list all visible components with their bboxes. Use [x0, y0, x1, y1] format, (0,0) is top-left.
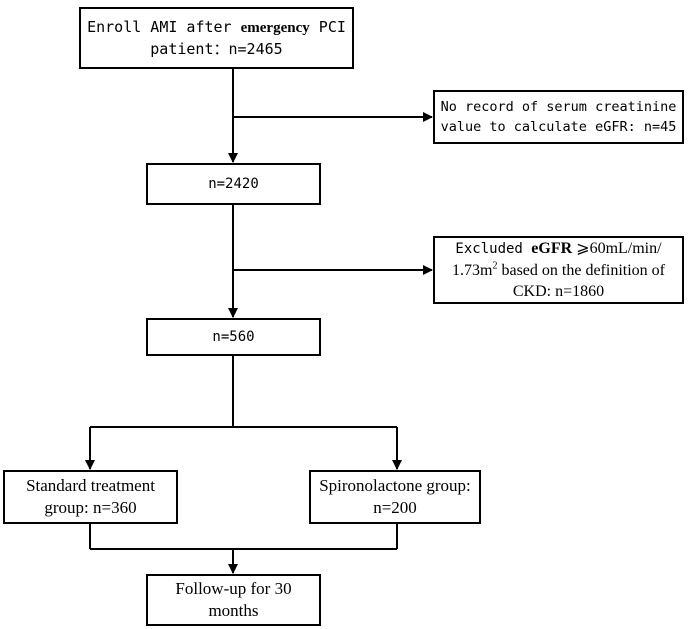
standard-treatment-box: Standard treatment group: n=360: [3, 470, 178, 524]
spironolactone-line1: Spironolactone group:: [319, 476, 471, 495]
spironolactone-box: Spironolactone group: n=200: [309, 470, 481, 524]
followup-box: Follow-up for 30 months: [146, 574, 321, 626]
excluded-bsa: 1.73m: [452, 262, 493, 279]
excluded-line1: Excluded eGFR ⩾60mL/min/: [452, 238, 665, 260]
n560-box: n=560: [146, 318, 321, 356]
excluded-definition: based on the definition of: [497, 262, 665, 279]
enroll-line1: Enroll AMI after emergency PCI: [87, 17, 346, 39]
enroll-box: Enroll AMI after emergency PCI patient：n…: [79, 7, 354, 69]
followup-line1: Follow-up for 30: [175, 579, 292, 598]
no-record-line1: No record of serum creatinine: [440, 99, 677, 115]
excluded-line3: CKD: n=1860: [512, 283, 605, 300]
no-record-line2: value to calculate eGFR: n=45: [440, 119, 677, 135]
excluded-superscript: 2: [492, 260, 498, 272]
standard-line2: group: n=360: [44, 498, 137, 517]
spironolactone-line2: n=200: [373, 498, 417, 517]
no-record-box: No record of serum creatinine value to c…: [433, 90, 684, 144]
excluded-egfr: eGFR: [531, 240, 573, 257]
standard-line1: Standard treatment: [26, 476, 155, 495]
excluded-box: Excluded eGFR ⩾60mL/min/ 1.73m2 based on…: [433, 236, 684, 304]
n560-label: n=560: [212, 328, 255, 345]
excluded-threshold: ⩾60mL/min/: [572, 240, 662, 257]
n2420-box: n=2420: [146, 163, 321, 205]
enroll-prefix: Enroll AMI after: [87, 17, 241, 36]
enroll-line2: patient：n=2465: [150, 39, 283, 58]
excluded-line2: 1.73m2 based on the definition of: [452, 260, 665, 281]
excluded-prefix: Excluded: [455, 241, 532, 257]
enroll-suffix: PCI: [309, 17, 346, 36]
n2420-label: n=2420: [208, 175, 259, 192]
followup-line2: months: [208, 601, 259, 620]
enroll-emergency: emergency: [240, 19, 310, 36]
